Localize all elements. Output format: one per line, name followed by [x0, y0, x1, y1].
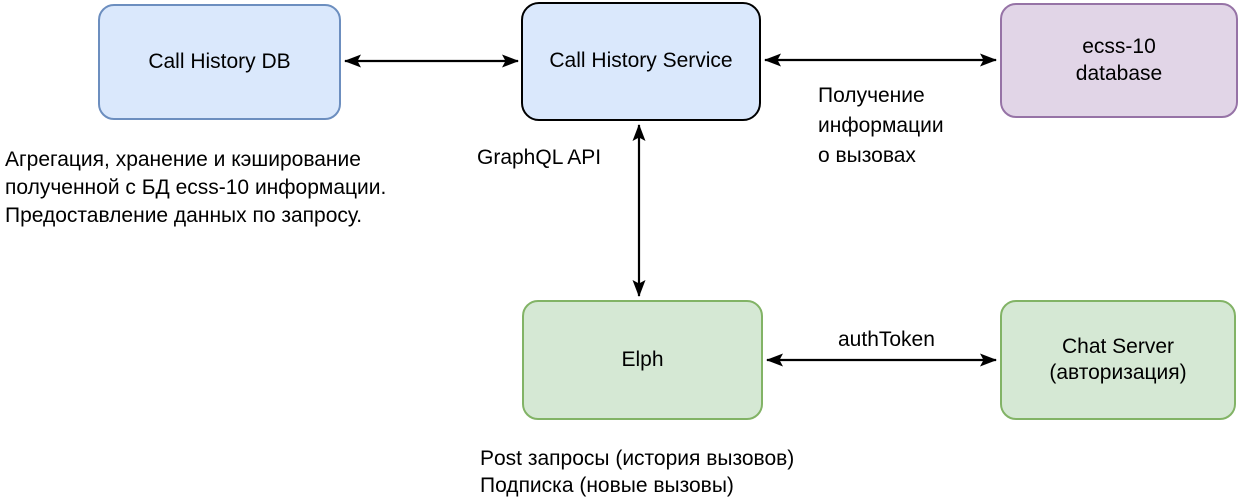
node-call-history-service: Call History Service — [521, 2, 761, 121]
edge-label-graphql-api: GraphQL API — [477, 146, 602, 169]
node-elph: Elph — [522, 300, 763, 420]
node-chat-server: Chat Server (авторизация) — [1000, 300, 1236, 420]
node-ecss10-database: ecss-10 database — [1000, 3, 1238, 118]
node-call-history-db: Call History DB — [98, 4, 341, 120]
annotation-db-note: Агрегация, хранение и кэширование получе… — [5, 148, 387, 227]
annotation-elph-note: Post запросы (история вызовов) Подписка … — [480, 447, 795, 497]
edge-label-call-info: Получение информации о вызовах — [818, 84, 944, 167]
edge-label-auth-token: authToken — [838, 328, 935, 351]
